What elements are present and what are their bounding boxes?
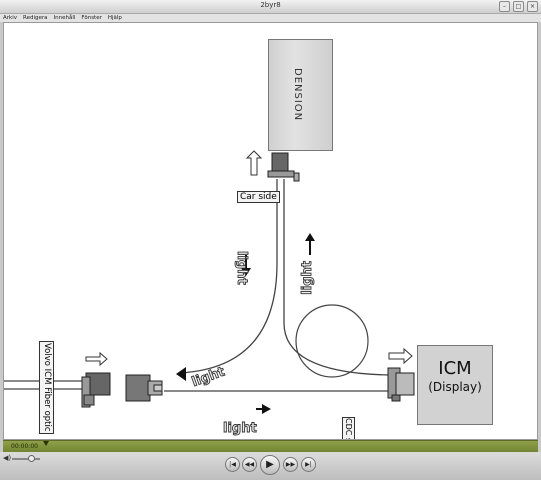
minimize-button[interactable]: – (499, 1, 510, 12)
maximize-button[interactable]: □ (513, 1, 524, 12)
fast-forward-button[interactable]: ▶▶ (283, 457, 298, 472)
volvo-connector (81, 372, 111, 408)
icm-subtitle: (Display) (428, 380, 482, 394)
light-arrow-right (256, 404, 271, 414)
light-label-up: light (300, 261, 316, 296)
speaker-icon: ◀) (3, 454, 12, 462)
close-button[interactable]: × (527, 1, 538, 12)
rewind-button[interactable]: ◀◀ (242, 457, 257, 472)
window-title: 2byr8 (260, 1, 281, 9)
icm-connector (387, 367, 415, 402)
volume-slider[interactable] (12, 458, 40, 460)
light-label-right: light (223, 421, 258, 437)
car-side-connector (267, 152, 300, 182)
wiring-diagram (4, 150, 415, 414)
outline-arrow-right-volvo (85, 351, 108, 367)
light-arrow-left (176, 367, 186, 381)
center-connector (125, 374, 163, 402)
menu-hjalp[interactable]: Hjälp (107, 15, 122, 21)
playback-controls: ◀) |◀ ◀◀ ▶ ▶▶ ▶| (0, 452, 541, 480)
light-arrow-up (305, 233, 315, 255)
menu-bar: Arkiv Redigera Innehåll Fönster Hjälp (0, 14, 541, 22)
cable-loop (295, 304, 369, 378)
volume-knob[interactable] (28, 455, 35, 462)
video-frame: DENSION ICM (Display) Car side CDC side … (3, 22, 538, 440)
skip-to-end-icon: ▶| (305, 461, 312, 468)
play-icon: ▶ (266, 459, 274, 470)
skip-forward-button[interactable]: ▶| (301, 457, 316, 472)
volvo-icm-label: Volvo ICM Fiber optic (39, 341, 54, 434)
light-arrow-down (241, 255, 251, 276)
cable-to-icm-upper (283, 179, 390, 376)
window-controls: – □ × (499, 1, 538, 12)
light-label-down: light (234, 251, 250, 286)
cable-car-side (178, 179, 278, 374)
icm-display-box: ICM (Display) (417, 345, 493, 425)
cdc-module: DENSION (268, 39, 333, 151)
play-button[interactable]: ▶ (260, 455, 280, 475)
fast-forward-icon: ▶▶ (285, 461, 296, 468)
outline-arrow-up (245, 150, 263, 176)
cdc-brand-label: DENSION (292, 68, 303, 122)
skip-to-start-icon: |◀ (229, 461, 236, 468)
menu-arkiv[interactable]: Arkiv (3, 15, 17, 21)
outline-arrow-right-icm (388, 347, 413, 365)
menu-fonster[interactable]: Fönster (81, 15, 102, 21)
menu-innehall[interactable]: Innehåll (53, 15, 76, 21)
timecode: 00:00:00 (11, 443, 38, 450)
icm-title: ICM (438, 358, 472, 379)
cdc-side-label: CDC side (342, 417, 355, 439)
menu-redigera[interactable]: Redigera (23, 15, 48, 21)
title-bar[interactable]: 2byr8 – □ × (0, 0, 541, 14)
playhead[interactable] (43, 441, 49, 446)
skip-back-button[interactable]: |◀ (225, 457, 240, 472)
car-side-label: Car side (237, 191, 280, 203)
rewind-icon: ◀◀ (244, 461, 255, 468)
timeline-scrubber[interactable]: 00:00:00 (3, 440, 538, 453)
